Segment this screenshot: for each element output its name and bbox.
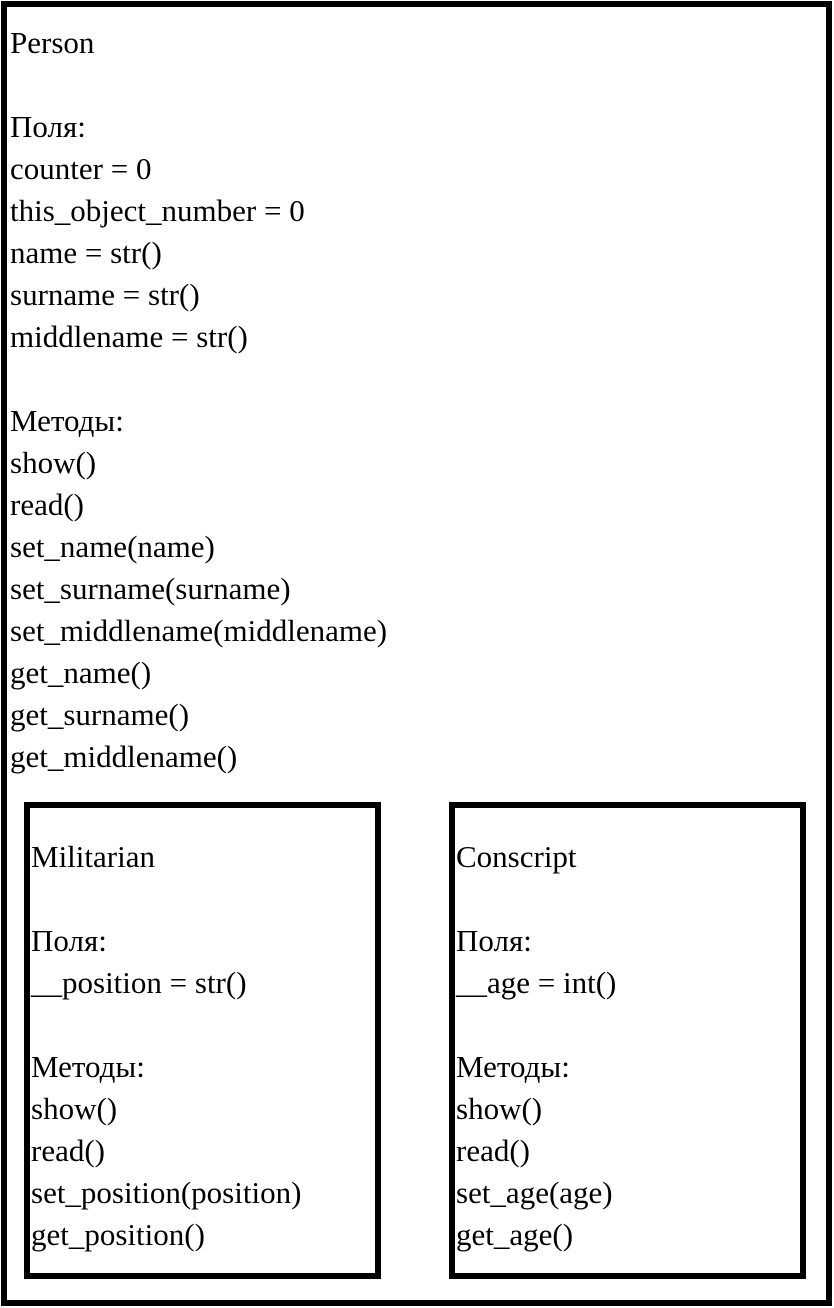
class-name: Militarian bbox=[31, 839, 155, 874]
field-item: __position = str() bbox=[31, 965, 247, 1000]
spacer bbox=[456, 878, 616, 920]
method-item: set_position(position) bbox=[31, 1175, 302, 1210]
method-item: read() bbox=[456, 1133, 530, 1168]
class-name: Person bbox=[10, 25, 95, 60]
method-item: get_name() bbox=[10, 655, 152, 690]
method-item: set_middlename(middlename) bbox=[10, 613, 388, 648]
spacer bbox=[31, 878, 301, 920]
field-item: surname = str() bbox=[10, 277, 200, 312]
method-item: get_age() bbox=[456, 1217, 574, 1252]
method-item: set_name(name) bbox=[10, 529, 215, 564]
spacer bbox=[31, 1004, 301, 1046]
methods-label: Методы: bbox=[456, 1049, 570, 1084]
method-item: get_middlename() bbox=[10, 739, 238, 774]
class-box-militarian: Militarian Поля: __position = str() Мето… bbox=[24, 802, 381, 1279]
method-item: get_position() bbox=[31, 1217, 205, 1252]
method-item: read() bbox=[31, 1133, 105, 1168]
class-text-militarian: Militarian Поля: __position = str() Мето… bbox=[31, 836, 301, 1256]
fields-label: Поля: bbox=[10, 109, 86, 144]
method-item: show() bbox=[31, 1091, 118, 1126]
class-text-person: Person Поля: counter = 0 this_object_num… bbox=[10, 22, 387, 778]
method-item: set_surname(surname) bbox=[10, 571, 291, 606]
fields-label: Поля: bbox=[456, 923, 532, 958]
field-item: name = str() bbox=[10, 235, 162, 270]
fields-label: Поля: bbox=[31, 923, 107, 958]
field-item: this_object_number = 0 bbox=[10, 193, 305, 228]
methods-label: Методы: bbox=[10, 403, 124, 438]
method-item: show() bbox=[456, 1091, 543, 1126]
spacer bbox=[456, 1004, 616, 1046]
methods-label: Методы: bbox=[31, 1049, 145, 1084]
method-item: set_age(age) bbox=[456, 1175, 613, 1210]
method-item: show() bbox=[10, 445, 97, 480]
method-item: get_surname() bbox=[10, 697, 190, 732]
field-item: counter = 0 bbox=[10, 151, 152, 186]
class-box-conscript: Conscript Поля: __age = int() Методы: sh… bbox=[449, 802, 806, 1279]
class-name: Conscript bbox=[456, 839, 577, 874]
field-item: middlename = str() bbox=[10, 319, 248, 354]
method-item: read() bbox=[10, 487, 84, 522]
field-item: __age = int() bbox=[456, 965, 617, 1000]
spacer bbox=[10, 64, 387, 106]
spacer bbox=[10, 358, 387, 400]
class-text-conscript: Conscript Поля: __age = int() Методы: sh… bbox=[456, 836, 616, 1256]
